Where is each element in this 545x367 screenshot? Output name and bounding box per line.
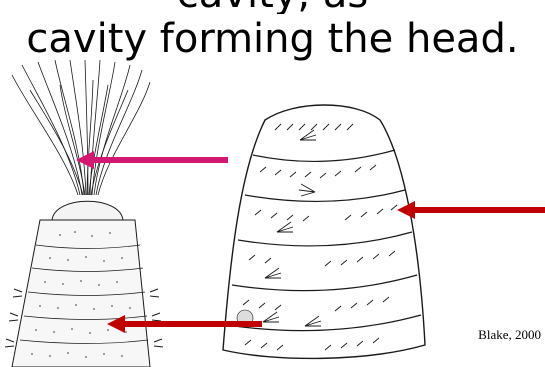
worm-illustration-right (205, 100, 430, 362)
cut-caption-line: cavity, as (0, 0, 545, 14)
caption-title: cavity forming the head. (0, 14, 545, 64)
worm-illustration-left (0, 60, 170, 367)
credit-label: Blake, 2000 (478, 327, 541, 343)
setae-bundle (12, 60, 150, 195)
worm-outline (223, 105, 425, 358)
gland-spot (237, 310, 253, 326)
worm-head (52, 201, 123, 220)
